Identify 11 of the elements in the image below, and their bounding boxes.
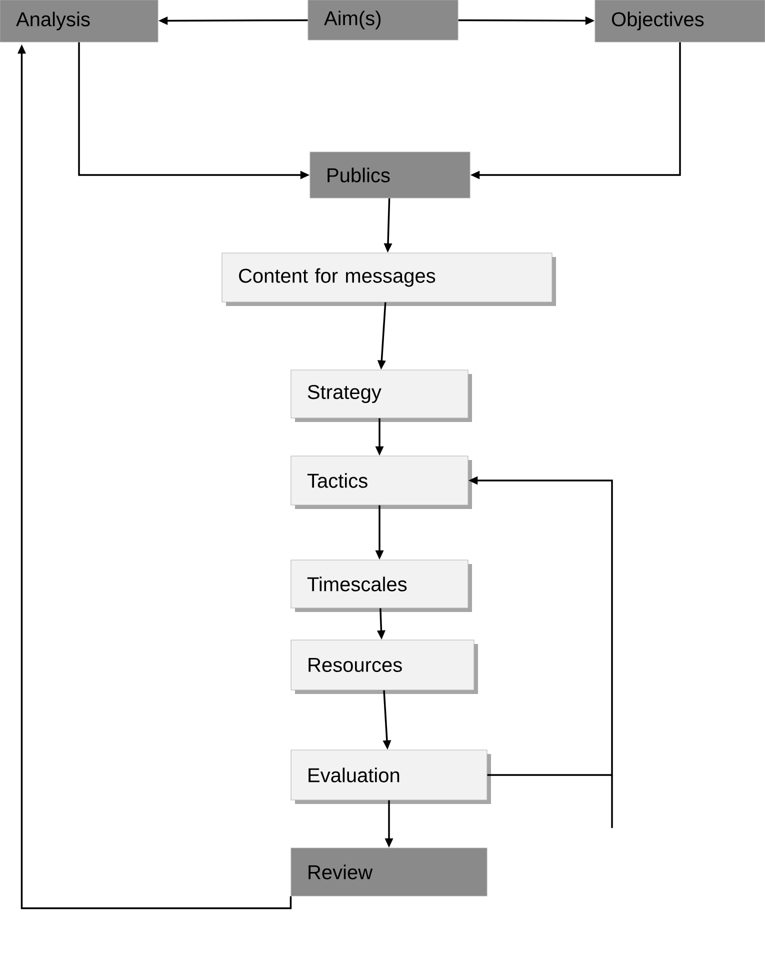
process-box: Review xyxy=(290,848,488,896)
process-box: Tactics xyxy=(290,456,472,509)
process-box: Resources xyxy=(290,640,478,694)
process-box: Content for messages xyxy=(222,252,556,306)
process-box: Objectives xyxy=(594,0,765,42)
process-box: Publics xyxy=(310,152,470,198)
process-box: Evaluation xyxy=(290,750,491,804)
process-box: Timescales xyxy=(290,560,472,612)
process-box: Aim(s) xyxy=(308,0,458,40)
process-box: Strategy xyxy=(290,370,472,422)
process-box: Analysis xyxy=(0,0,158,42)
